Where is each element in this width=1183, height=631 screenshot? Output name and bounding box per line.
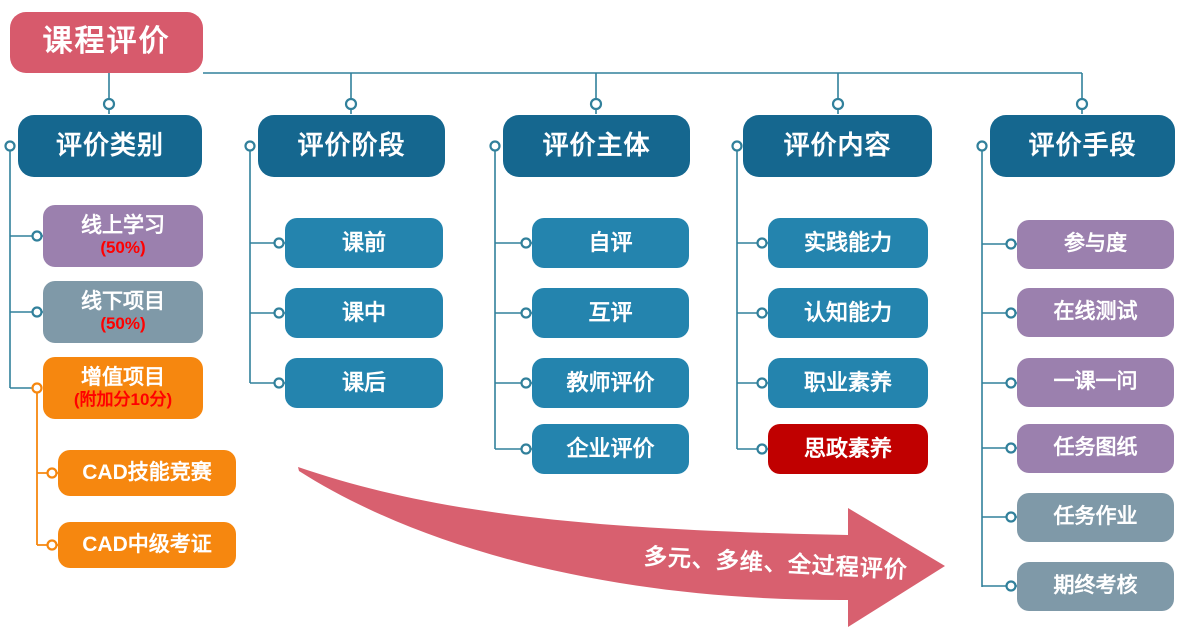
node-cognitive-ability: 认知能力 (768, 288, 928, 338)
node-enterprise-evaluation: 企业评价 (532, 424, 689, 474)
node-label: 课后 (341, 370, 386, 396)
node-label: 企业评价 (566, 436, 655, 462)
node-offline-project: 线下项目 (50%) (43, 281, 203, 343)
node-label: 在线测试 (1053, 300, 1138, 324)
node-label: 教师评价 (566, 370, 655, 396)
node-task-homework: 任务作业 (1017, 493, 1174, 542)
node-online-learning: 线上学习 (50%) (43, 205, 203, 267)
node-label: 线下项目 (81, 290, 165, 314)
header-label: 评价类别 (55, 130, 164, 161)
node-label: 自评 (588, 230, 633, 256)
node-self-evaluation: 自评 (532, 218, 689, 268)
node-label: 一课一问 (1053, 370, 1138, 394)
node-in-class: 课中 (285, 288, 443, 338)
orange-junction-dots (31, 382, 58, 551)
node-peer-evaluation: 互评 (532, 288, 689, 338)
node-label: 认知能力 (803, 300, 892, 326)
node-label: 参与度 (1064, 232, 1127, 256)
root-node-label: 课程评价 (42, 25, 171, 59)
node-online-test: 在线测试 (1017, 288, 1174, 337)
node-label: 课中 (341, 300, 386, 326)
node-label: 线上学习 (81, 214, 165, 238)
node-final-assessment: 期终考核 (1017, 562, 1174, 611)
header-evaluation-method: 评价手段 (990, 115, 1175, 177)
node-label: 职业素养 (803, 370, 892, 396)
node-label: CAD中级考证 (82, 532, 212, 556)
root-node-course-evaluation: 课程评价 (10, 12, 203, 73)
node-label: 任务图纸 (1053, 436, 1138, 460)
header-evaluation-subject: 评价主体 (503, 115, 690, 177)
node-label: 期终考核 (1053, 574, 1138, 598)
node-participation: 参与度 (1017, 220, 1174, 269)
node-label: 实践能力 (803, 230, 892, 256)
node-one-lesson-one-question: 一课一问 (1017, 358, 1174, 407)
node-label: CAD技能竞赛 (82, 460, 212, 484)
node-cad-intermediate-cert: CAD中级考证 (58, 522, 236, 568)
node-label: 互评 (588, 300, 633, 326)
header-label: 评价主体 (542, 130, 651, 161)
node-value-added-project: 增值项目 (附加分10分) (43, 357, 203, 419)
node-professional-quality: 职业素养 (768, 358, 928, 408)
header-label: 评价阶段 (297, 130, 406, 161)
node-cad-skill-competition: CAD技能竞赛 (58, 450, 236, 496)
node-pre-class: 课前 (285, 218, 443, 268)
node-label: 增值项目 (81, 366, 165, 390)
header-evaluation-stage: 评价阶段 (258, 115, 445, 177)
node-sublabel: (附加分10分) (73, 390, 173, 410)
header-evaluation-content: 评价内容 (743, 115, 932, 177)
node-ideological-political-quality: 思政素养 (768, 424, 928, 474)
node-sublabel: (50%) (100, 314, 146, 334)
header-label: 评价手段 (1028, 130, 1137, 161)
header-evaluation-category: 评价类别 (18, 115, 202, 177)
node-label: 任务作业 (1053, 505, 1138, 529)
header-label: 评价内容 (783, 130, 892, 161)
node-sublabel: (50%) (100, 238, 146, 258)
node-after-class: 课后 (285, 358, 443, 408)
node-teacher-evaluation: 教师评价 (532, 358, 689, 408)
node-task-drawing: 任务图纸 (1017, 424, 1174, 473)
node-practical-ability: 实践能力 (768, 218, 928, 268)
process-arrow (298, 467, 945, 627)
node-label: 思政素养 (803, 436, 892, 462)
node-label: 课前 (341, 230, 386, 256)
junction-dots (4, 97, 1089, 592)
